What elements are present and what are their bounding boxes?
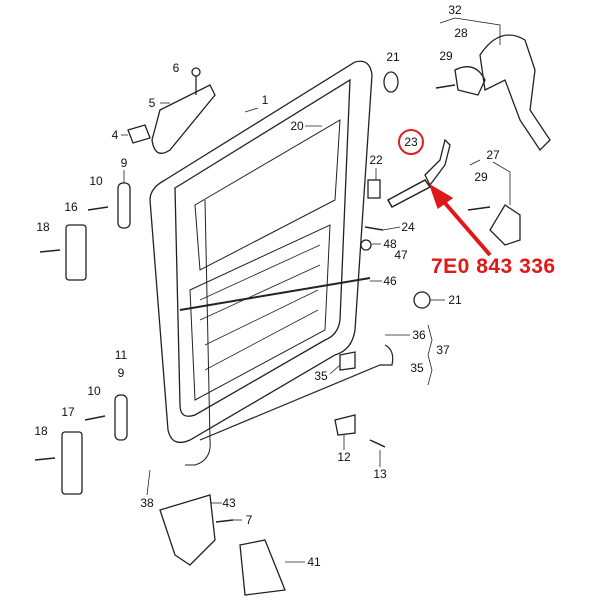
label-18: 18: [34, 424, 48, 438]
lock-link-23: [386, 179, 432, 209]
label-36: 36: [412, 328, 426, 342]
lower-hinge-43: [159, 494, 216, 566]
label-29: 29: [474, 170, 488, 184]
label-37: 37: [436, 343, 450, 357]
hinge-upper: [151, 84, 216, 154]
part-number-callout: 7E0 843 336: [431, 255, 556, 278]
motor-32: [479, 34, 551, 152]
label-11: 11: [114, 348, 128, 362]
label-17: 17: [61, 405, 75, 419]
label-10: 10: [89, 174, 103, 188]
plate-4: [127, 124, 151, 144]
label-24: 24: [401, 220, 415, 234]
label-20: 20: [290, 119, 304, 133]
label-5: 5: [148, 96, 156, 110]
catch-28: [454, 66, 486, 96]
label-21: 21: [448, 293, 462, 307]
bracket-16: [65, 224, 87, 281]
bracket-17: [61, 431, 83, 495]
label-6: 6: [172, 61, 180, 75]
label-35: 35: [410, 361, 424, 375]
guide-35: [339, 351, 356, 371]
label-23-highlighted: 23: [398, 129, 424, 155]
hinge-9-lower: [114, 394, 128, 441]
label-21: 21: [386, 50, 400, 64]
label-48: 48: [383, 237, 397, 251]
label-46: 46: [383, 274, 397, 288]
label-47: 47: [394, 248, 408, 262]
label-22: 22: [369, 153, 383, 167]
clip-22: [367, 179, 381, 199]
hinge-9-upper: [117, 182, 131, 229]
label-27: 27: [486, 148, 500, 162]
label-18: 18: [36, 220, 50, 234]
door-panel-lower: [189, 224, 331, 401]
clip-12: [334, 414, 356, 436]
window-opening: [194, 119, 341, 271]
cover-41: [239, 539, 286, 596]
label-35: 35: [314, 369, 328, 383]
cable-35: [199, 344, 394, 441]
label-32: 32: [448, 3, 462, 17]
label-29: 29: [439, 49, 453, 63]
door-frame: [149, 60, 373, 444]
grommet-21a: [383, 71, 399, 93]
callout-arrow: [436, 193, 492, 257]
label-7: 7: [245, 513, 253, 527]
rod: [179, 277, 371, 311]
label-16: 16: [64, 200, 78, 214]
door-frame-inner: [174, 78, 351, 417]
striker-27: [489, 204, 521, 246]
label-38: 38: [140, 496, 154, 510]
label-9: 9: [117, 366, 125, 380]
label-13: 13: [373, 467, 387, 481]
label-43: 43: [222, 496, 236, 510]
door-seal: [185, 199, 211, 466]
label-41: 41: [307, 555, 321, 569]
label-28: 28: [454, 26, 468, 40]
label-12: 12: [337, 450, 351, 464]
label-4: 4: [111, 128, 119, 142]
grommet-21b: [413, 291, 431, 309]
label-1: 1: [261, 93, 269, 107]
label-9: 9: [120, 156, 128, 170]
label-10: 10: [87, 384, 101, 398]
